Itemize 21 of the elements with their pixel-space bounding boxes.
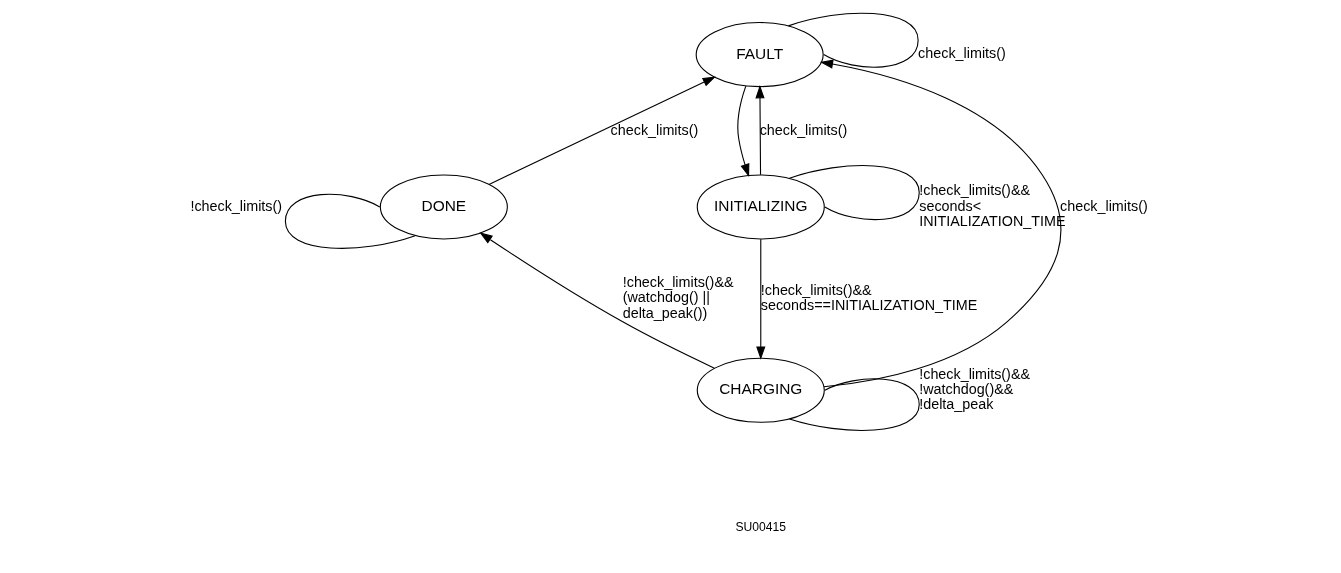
arrow xyxy=(755,85,765,176)
node-ellipse: DONE xyxy=(379,174,508,240)
arrow xyxy=(737,85,750,178)
arrow xyxy=(479,232,715,369)
connector xyxy=(788,378,920,431)
label: SU00415 xyxy=(735,520,787,535)
edge-label: !check_limits()&& (watchdog() || delta_peak()) xyxy=(622,273,734,321)
edge-label: check_limits() xyxy=(1060,197,1148,214)
edge-label: check_limits() xyxy=(918,45,1006,62)
connector xyxy=(787,12,919,68)
connector xyxy=(788,165,920,221)
node-ellipse: CHARGING xyxy=(696,357,825,423)
edge-label: !check_limits()&& seconds==INITIALIZATION_TIME xyxy=(760,281,978,314)
connector xyxy=(284,193,416,249)
edge-label: check_limits() xyxy=(610,121,699,138)
arrow xyxy=(756,238,766,360)
arrow xyxy=(488,76,716,185)
edge-label: !check_limits()&& !watchdog()&& !delta_peak xyxy=(919,365,1031,413)
arrow xyxy=(819,59,1062,388)
node-ellipse: INITIALIZING xyxy=(696,174,825,240)
edge-label: !check_limits() xyxy=(190,197,283,214)
